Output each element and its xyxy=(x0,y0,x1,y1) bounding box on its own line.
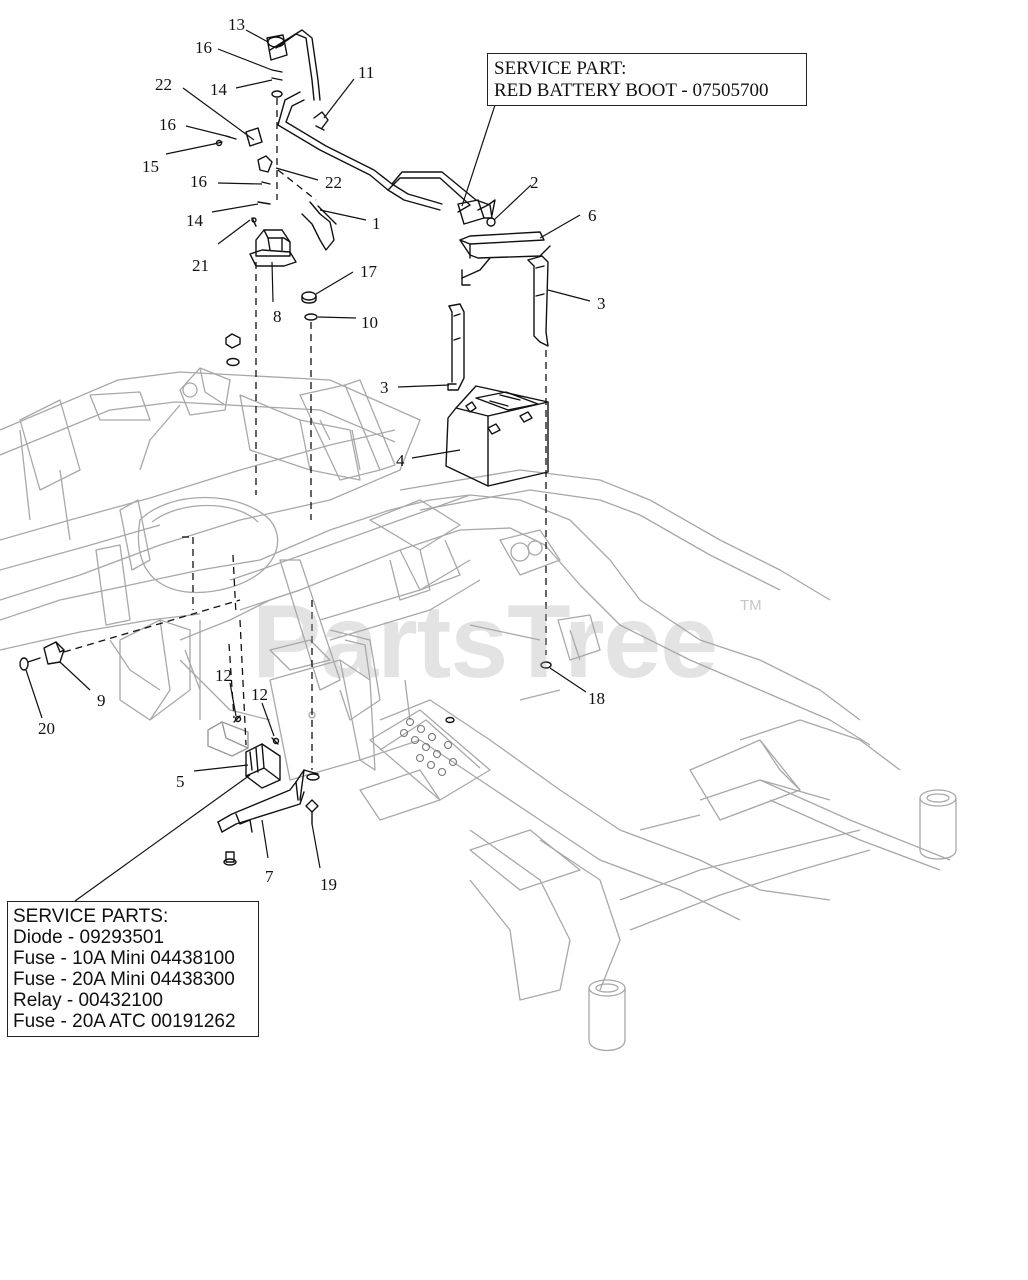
parts xyxy=(19,29,552,866)
callout-4: 4 xyxy=(396,451,405,470)
callout-17: 17 xyxy=(360,262,378,281)
watermark: PartsTree xyxy=(252,584,718,700)
callout-3: 3 xyxy=(597,294,606,313)
callout-10: 10 xyxy=(361,313,378,332)
alignment-lines xyxy=(63,98,547,770)
service-box-line: Fuse - 10A Mini 04438100 xyxy=(13,948,235,969)
callout-21: 21 xyxy=(192,256,209,275)
callout-12: 12 xyxy=(251,685,268,704)
footrest-holes xyxy=(399,717,458,777)
callout-14: 14 xyxy=(210,80,228,99)
callout-7: 7 xyxy=(265,867,274,886)
service-box-line: RED BATTERY BOOT - 07505700 xyxy=(494,80,769,101)
service-box-line: Relay - 00432100 xyxy=(13,990,163,1011)
callout-8: 8 xyxy=(273,307,282,326)
leader-lines xyxy=(25,29,591,902)
callout-20: 20 xyxy=(38,719,55,738)
callout-16: 16 xyxy=(159,115,176,134)
callout-11: 11 xyxy=(358,63,374,82)
battery-boot-service-box: SERVICE PART: RED BATTERY BOOT - 0750570… xyxy=(487,53,807,106)
callout-18: 18 xyxy=(588,689,605,708)
callout-6: 6 xyxy=(588,206,597,225)
electrical-service-box: SERVICE PARTS: Diode - 09293501 Fuse - 1… xyxy=(7,901,259,1037)
service-box-heading: SERVICE PART: xyxy=(494,58,627,79)
callout-1: 1 xyxy=(372,214,381,233)
callout-16: 16 xyxy=(195,38,212,57)
callout-9: 9 xyxy=(97,691,106,710)
watermark-trademark: TM xyxy=(740,597,762,614)
service-box-line: Fuse - 20A Mini 04438300 xyxy=(13,969,235,990)
callout-5: 5 xyxy=(176,772,185,791)
service-box-line: Fuse - 20A ATC 00191262 xyxy=(13,1011,236,1032)
callout-2: 2 xyxy=(530,173,539,192)
callout-22: 22 xyxy=(155,75,172,94)
callout-13: 13 xyxy=(228,15,245,34)
callout-22: 22 xyxy=(325,173,342,192)
callout-labels: 13 16 14 22 11 16 15 22 16 1 14 21 8 17 … xyxy=(38,15,606,894)
callout-12: 12 xyxy=(215,666,232,685)
callout-14: 14 xyxy=(186,211,204,230)
callout-15: 15 xyxy=(142,157,159,176)
service-box-heading: SERVICE PARTS: xyxy=(13,906,169,927)
callout-16: 16 xyxy=(190,172,207,191)
callout-3: 3 xyxy=(380,378,389,397)
mower-frame xyxy=(0,367,957,1052)
callout-19: 19 xyxy=(320,875,337,894)
service-box-line: Diode - 09293501 xyxy=(13,927,165,948)
